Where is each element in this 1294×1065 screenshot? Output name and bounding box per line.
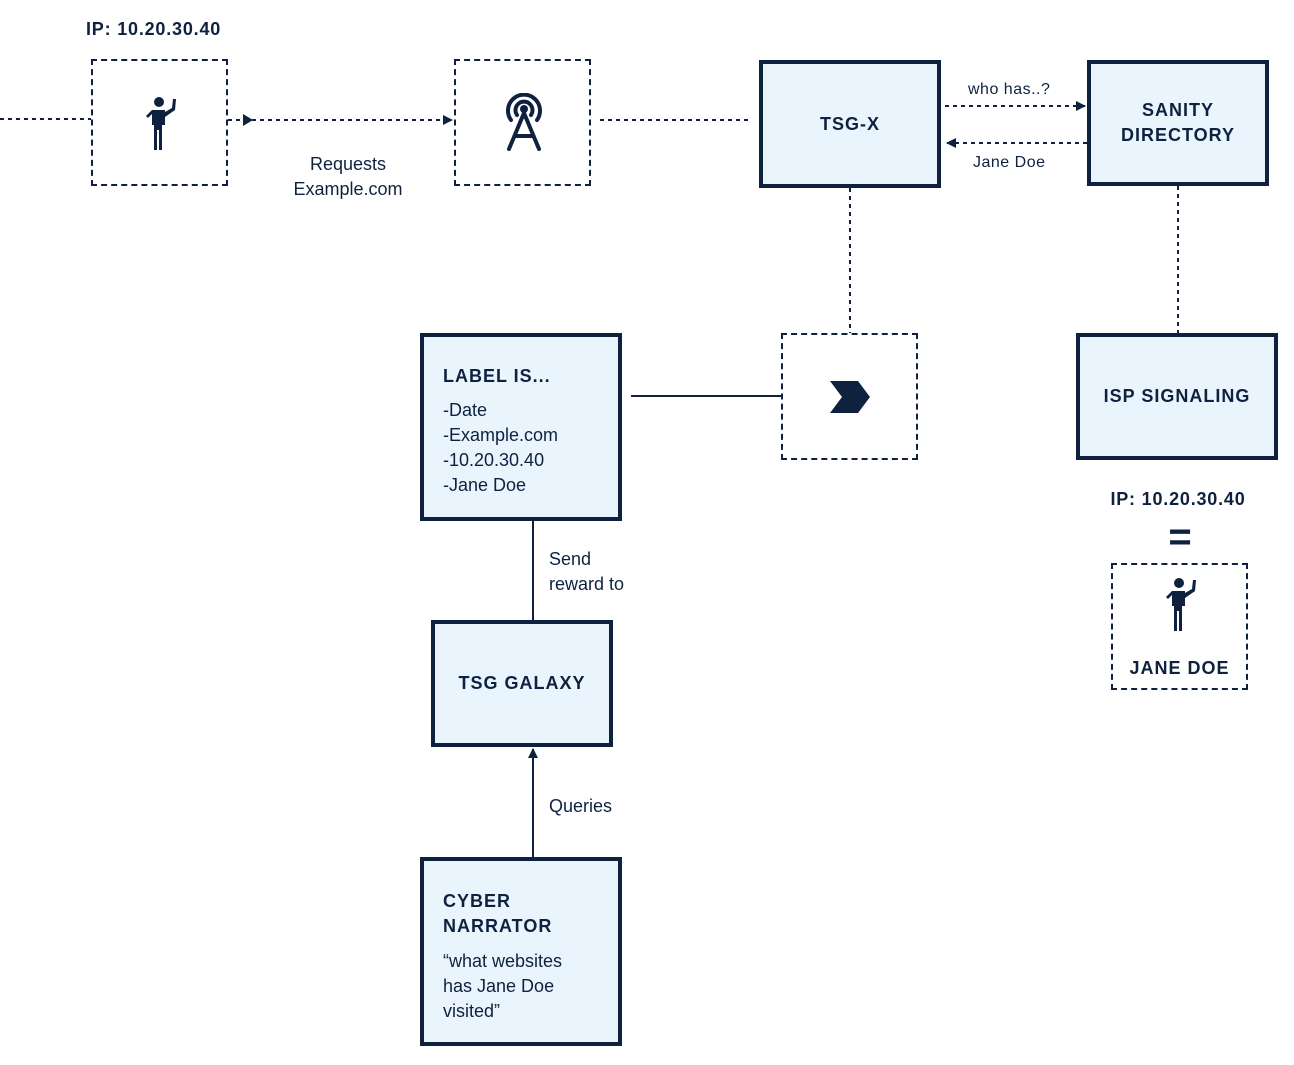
cyber-narrator-quote-line-1: “what websites	[443, 951, 563, 971]
cyber-narrator-node[interactable]: CYBER NARRATOR “what websites has Jane D…	[420, 857, 622, 1046]
label-node[interactable]: LABEL IS... -Date -Example.com -10.20.30…	[420, 333, 622, 521]
cyber-narrator-title-line-1: CYBER	[443, 891, 512, 911]
queries-label: Queries	[549, 796, 613, 816]
person-waving-icon	[1166, 578, 1196, 631]
forward-chevron-icon	[830, 381, 870, 413]
tower-node[interactable]	[454, 59, 591, 186]
arrow-head-small	[243, 114, 253, 126]
sanity-directory-title-line-2: DIRECTORY	[1120, 125, 1235, 145]
broadcast-tower-icon	[506, 93, 542, 151]
tsgx-title: TSG-X	[819, 113, 880, 134]
forward-node[interactable]	[781, 333, 918, 460]
label-node-items: -Date -Example.com -10.20.30.40 -Jane Do…	[443, 398, 618, 498]
equals-sign: =	[1168, 515, 1192, 559]
tsg-galaxy-title: TSG GALAXY	[458, 673, 586, 693]
top-ip-label: IP: 10.20.30.40	[86, 19, 222, 39]
tsg-galaxy-node[interactable]: TSG GALAXY	[431, 620, 613, 747]
person-waving-icon	[146, 97, 176, 150]
jane-doe-user-node[interactable]: JANE DOE	[1111, 563, 1248, 690]
isp-signaling-node[interactable]: ISP SIGNALING	[1076, 333, 1278, 460]
send-reward-label-line-1: Send	[549, 549, 592, 569]
send-reward-label-line-2: reward to	[549, 574, 625, 594]
cyber-narrator-title-line-2: NARRATOR	[443, 916, 553, 936]
label-node-title: LABEL IS...	[443, 366, 551, 386]
label-item-date: -Date	[443, 400, 488, 420]
label-item-ip: -10.20.30.40	[443, 450, 545, 470]
jane-doe-user-label: JANE DOE	[1129, 658, 1230, 678]
isp-ip-label: IP: 10.20.30.40	[1110, 489, 1246, 509]
requests-label-line-2: Example.com	[293, 179, 403, 199]
label-item-user: -Jane Doe	[443, 475, 527, 495]
who-has-label: who has..?	[968, 81, 1051, 98]
isp-signaling-title: ISP SIGNALING	[1103, 386, 1251, 406]
cyber-narrator-quote-line-3: visited”	[443, 1001, 501, 1021]
jane-doe-reply-label: Jane Doe	[973, 154, 1046, 171]
cyber-narrator-quote-line-2: has Jane Doe	[443, 976, 555, 996]
user-node[interactable]	[91, 59, 228, 186]
sanity-directory-node[interactable]: SANITY DIRECTORY	[1087, 60, 1269, 186]
requests-label: Requests Example.com	[270, 152, 426, 202]
sanity-directory-title-line-1: SANITY	[1141, 100, 1214, 120]
send-reward-label: Send reward to	[549, 547, 624, 597]
requests-label-line-1: Requests	[309, 154, 387, 174]
tsgx-node[interactable]: TSG-X	[759, 60, 941, 188]
label-item-domain: -Example.com	[443, 425, 559, 445]
